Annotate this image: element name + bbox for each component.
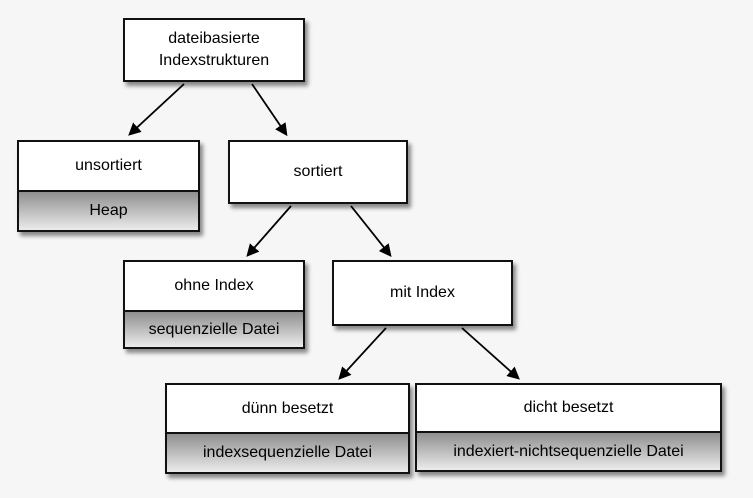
node-mit-index-label: mit Index [390,284,455,302]
edge-sortiert-mit-index [350,205,392,257]
node-root: dateibasierte Indexstrukturen [123,18,305,82]
node-sortiert: sortiert [228,140,408,204]
node-ohne-index-label: ohne Index [174,277,254,295]
node-mit-index: mit Index [332,260,513,326]
node-duenn-besetzt-sublabel: indexsequenzielle Datei [167,432,408,472]
node-unsortiert-sublabel: Heap [19,190,198,230]
edge-root-sortiert [251,83,288,137]
node-dicht-besetzt-sublabel: indexiert-nichtsequenzielle Datei [417,431,720,470]
node-duenn-besetzt-label: dünn besetzt [241,399,334,417]
node-unsortiert: unsortiert Heap [17,140,200,232]
edge-mit-index-dicht [461,327,520,380]
node-root-label: dateibasierte Indexstrukturen [158,30,270,69]
edge-root-unsortiert [128,83,185,136]
node-ohne-index-sublabel: sequenzielle Datei [125,310,303,347]
node-unsortiert-label: unsortiert [75,157,142,175]
node-dicht-besetzt-label: dicht besetzt [523,399,614,417]
node-sortiert-label: sortiert [293,163,343,181]
node-dicht-besetzt: dicht besetzt indexiert-nichtsequenziell… [415,383,722,472]
edge-mit-index-duenn [338,327,387,380]
node-duenn-besetzt: dünn besetzt indexsequenzielle Datei [165,383,410,474]
edge-sortiert-ohne-index [246,205,292,257]
node-ohne-index: ohne Index sequenzielle Datei [123,260,305,349]
